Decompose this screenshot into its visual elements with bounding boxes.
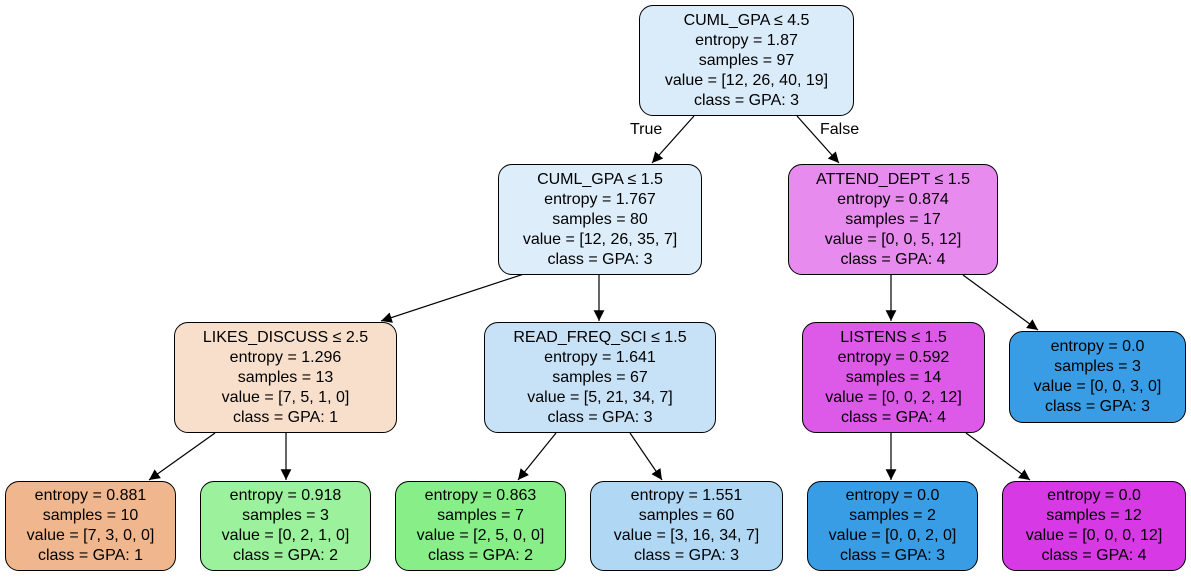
node-text-line: entropy = 0.918 bbox=[229, 487, 342, 504]
node-text-line: samples = 17 bbox=[845, 210, 941, 228]
node-read-freq-sci: READ_FREQ_SCI ≤ 1.5 entropy = 1.641 sample… bbox=[484, 322, 716, 433]
node-text-line: entropy = 0.0 bbox=[845, 487, 940, 504]
node-text-line: ATTEND_DEPT ≤ 1.5 bbox=[815, 170, 970, 188]
node-text-line: entropy = 1.296 bbox=[229, 348, 342, 366]
node-text-line: class = GPA: 3 bbox=[839, 547, 946, 564]
node-text-line: value = [0, 2, 1, 0] bbox=[221, 527, 350, 544]
node-text-line: samples = 67 bbox=[552, 368, 648, 386]
node-listens: LISTENS ≤ 1.5 entropy = 0.592 samples = 14… bbox=[802, 322, 985, 433]
node-root: CUML_GPA ≤ 4.5 entropy = 1.87 samples = 97… bbox=[639, 5, 854, 116]
node-text-line: class = GPA: 1 bbox=[232, 408, 339, 426]
node-text-line: class = GPA: 3 bbox=[1044, 398, 1151, 415]
node-text-line: entropy = 0.0 bbox=[1050, 338, 1145, 355]
tree-edge-arrow bbox=[965, 432, 1031, 481]
node-cuml-gpa-le-1.5: CUML_GPA ≤ 1.5 entropy = 1.767 samples = 8… bbox=[498, 164, 702, 275]
node-text-line: samples = 3 bbox=[242, 507, 329, 524]
node-text-line: class = GPA: 4 bbox=[840, 408, 947, 426]
leaf-gpa3-samples2: entropy = 0.0 samples = 2 value = [0, 0, 2… bbox=[807, 481, 978, 571]
node-text-line: READ_FREQ_SCI ≤ 1.5 bbox=[513, 328, 687, 346]
leaf-gpa3-samples3: entropy = 0.0 samples = 3 value = [0, 0, 3… bbox=[1009, 331, 1186, 423]
node-text-line: class = GPA: 4 bbox=[840, 250, 946, 268]
tree-edge-arrow bbox=[380, 269, 537, 323]
node-text-line: samples = 7 bbox=[437, 507, 524, 524]
node-text-line: value = [12, 26, 40, 19] bbox=[664, 71, 829, 89]
tree-edge-arrow bbox=[629, 432, 663, 481]
node-text-line: entropy = 1.551 bbox=[630, 487, 743, 504]
node-text-line: value = [2, 5, 0, 0] bbox=[416, 527, 545, 544]
node-text-line: samples = 3 bbox=[1054, 358, 1141, 375]
node-text-line: samples = 97 bbox=[698, 51, 795, 69]
node-text-line: class = GPA: 2 bbox=[232, 547, 339, 564]
leaf-gpa1: entropy = 0.881 samples = 10 value = [7, 3… bbox=[5, 481, 176, 571]
node-text-line: entropy = 1.87 bbox=[695, 31, 798, 49]
node-text-line: samples = 12 bbox=[1046, 507, 1142, 524]
node-text-line: value = [0, 0, 2, 0] bbox=[828, 527, 957, 544]
node-text-line: value = [0, 0, 3, 0] bbox=[1033, 378, 1162, 395]
tree-edge-arrow bbox=[962, 274, 1039, 331]
tree-edge-arrow bbox=[651, 115, 695, 164]
node-text-line: samples = 60 bbox=[638, 507, 735, 524]
node-text-line: LISTENS ≤ 1.5 bbox=[840, 328, 947, 346]
node-text-line: entropy = 1.641 bbox=[544, 348, 656, 366]
node-text-line: entropy = 0.881 bbox=[34, 487, 147, 504]
node-text-line: samples = 13 bbox=[237, 368, 334, 386]
node-attend-dept: ATTEND_DEPT ≤ 1.5 entropy = 0.874 samples … bbox=[788, 164, 998, 275]
node-text-line: entropy = 0.592 bbox=[837, 348, 950, 366]
tree-edge-arrow bbox=[148, 432, 216, 481]
node-text-line: class = GPA: 2 bbox=[427, 547, 534, 564]
node-text-line: value = [5, 21, 34, 7] bbox=[527, 388, 673, 406]
node-text-line: samples = 14 bbox=[845, 368, 942, 386]
node-text-line: entropy = 0.0 bbox=[1047, 487, 1141, 504]
leaf-gpa2-samples7: entropy = 0.863 samples = 7 value = [2, 5,… bbox=[395, 481, 566, 571]
node-text-line: samples = 2 bbox=[849, 507, 936, 524]
node-text-line: value = [7, 5, 1, 0] bbox=[221, 388, 350, 406]
leaf-gpa4-samples12: entropy = 0.0 samples = 12 value = [0, 0, … bbox=[1002, 481, 1186, 571]
tree-edge-arrow bbox=[517, 432, 557, 481]
node-text-line: value = [3, 16, 34, 7] bbox=[613, 527, 760, 544]
node-text-line: value = [0, 0, 5, 12] bbox=[824, 230, 962, 248]
node-likes-discuss: LIKES_DISCUSS ≤ 2.5 entropy = 1.296 sample… bbox=[174, 322, 397, 433]
node-text-line: class = GPA: 3 bbox=[547, 250, 653, 268]
tree-edge-arrow bbox=[796, 115, 840, 164]
node-text-line: class = GPA: 3 bbox=[547, 408, 653, 426]
node-text-line: CUML_GPA ≤ 4.5 bbox=[683, 11, 810, 29]
node-text-line: class = GPA: 4 bbox=[1041, 547, 1147, 564]
node-text-line: value = [7, 3, 0, 0] bbox=[26, 527, 155, 544]
node-text-line: LIKES_DISCUSS ≤ 2.5 bbox=[202, 328, 369, 346]
node-text-line: entropy = 0.874 bbox=[837, 190, 949, 208]
node-text-line: CUML_GPA ≤ 1.5 bbox=[537, 170, 663, 188]
node-text-line: class = GPA: 3 bbox=[693, 91, 800, 109]
node-text-line: class = GPA: 3 bbox=[633, 547, 740, 564]
node-text-line: entropy = 0.863 bbox=[424, 487, 537, 504]
node-text-line: value = [0, 0, 2, 12] bbox=[825, 388, 962, 406]
node-text-line: samples = 80 bbox=[552, 210, 648, 228]
edge-label-true: True bbox=[630, 121, 663, 138]
node-text-line: value = [0, 0, 0, 12] bbox=[1025, 527, 1163, 544]
leaf-gpa2-samples3: entropy = 0.918 samples = 3 value = [0, 2,… bbox=[200, 481, 371, 571]
node-text-line: entropy = 1.767 bbox=[544, 190, 656, 208]
node-text-line: class = GPA: 1 bbox=[37, 547, 144, 564]
edge-label-false: False bbox=[820, 121, 860, 138]
node-text-line: value = [12, 26, 35, 7] bbox=[522, 230, 678, 248]
leaf-gpa3-samples60: entropy = 1.551 samples = 60 value = [3, 1… bbox=[590, 481, 783, 571]
node-text-line: samples = 10 bbox=[42, 507, 139, 524]
